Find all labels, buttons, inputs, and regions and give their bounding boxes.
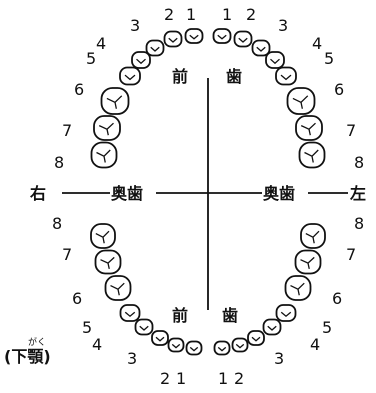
- tooth-number-lower-left-2: 2: [234, 369, 244, 388]
- tooth-lower-left-6: [284, 275, 312, 301]
- tooth-number-lower-left-8: 8: [354, 214, 364, 233]
- tooth-upper-left-3: [251, 39, 271, 57]
- tooth-number-upper-left-8: 8: [354, 153, 364, 172]
- back-teeth-label-right: 奥歯: [111, 184, 143, 203]
- tooth-number-upper-left-1: 1: [222, 5, 232, 24]
- tooth-number-upper-left-6: 6: [334, 80, 344, 99]
- lower-jaw-caption: (下顎): [4, 347, 51, 366]
- tooth-upper-right-5: [119, 66, 141, 86]
- tooth-lower-right-5: [119, 304, 141, 322]
- tooth-upper-right-8: [90, 141, 118, 169]
- tooth-upper-right-2: [163, 30, 183, 48]
- tooth-number-lower-right-8: 8: [52, 214, 62, 233]
- tooth-number-upper-left-2: 2: [246, 5, 256, 24]
- tooth-number-upper-left-3: 3: [278, 16, 288, 35]
- tooth-lower-left-5: [275, 304, 297, 322]
- tooth-number-upper-left-4: 4: [312, 34, 322, 53]
- tooth-lower-right-7: [94, 249, 122, 275]
- tooth-number-lower-left-3: 3: [274, 349, 284, 368]
- tooth-number-lower-right-7: 7: [62, 245, 72, 264]
- tooth-upper-right-7: [93, 115, 121, 141]
- tooth-number-lower-left-6: 6: [332, 289, 342, 308]
- tooth-number-lower-right-4: 4: [92, 335, 102, 354]
- tooth-number-upper-right-3: 3: [130, 16, 140, 35]
- lower-front-label-1: 前: [172, 306, 188, 325]
- tooth-number-lower-right-2: 2: [160, 369, 170, 388]
- tooth-number-lower-right-1: 1: [176, 369, 186, 388]
- tooth-number-upper-right-2: 2: [164, 5, 174, 24]
- tooth-upper-right-3: [145, 39, 165, 57]
- side-right-label: 右: [30, 184, 46, 203]
- tooth-lower-left-8: [300, 223, 326, 249]
- tooth-upper-left-8: [298, 141, 326, 169]
- back-teeth-label-left: 奥歯: [263, 184, 295, 203]
- tooth-upper-left-7: [295, 115, 323, 141]
- tooth-number-upper-left-5: 5: [324, 49, 334, 68]
- tooth-lower-right-2: [167, 337, 185, 353]
- tooth-lower-left-1: [213, 340, 231, 356]
- lower-front-label-2: 歯: [222, 306, 238, 325]
- tooth-lower-left-7: [294, 249, 322, 275]
- tooth-upper-right-4: [131, 51, 151, 69]
- tooth-lower-right-1: [185, 340, 203, 356]
- tooth-number-upper-right-8: 8: [54, 153, 64, 172]
- tooth-number-lower-right-3: 3: [127, 349, 137, 368]
- tooth-upper-left-2: [233, 30, 253, 48]
- tooth-number-upper-right-6: 6: [74, 80, 84, 99]
- tooth-lower-right-6: [104, 275, 132, 301]
- tooth-lower-left-2: [231, 337, 249, 353]
- tooth-number-lower-left-1: 1: [218, 369, 228, 388]
- tooth-number-lower-left-7: 7: [346, 245, 356, 264]
- tooth-upper-left-5: [275, 66, 297, 86]
- tooth-lower-right-3: [151, 330, 169, 346]
- tooth-lower-right-4: [134, 318, 154, 336]
- tooth-number-lower-left-4: 4: [310, 335, 320, 354]
- side-left-label: 左: [349, 184, 366, 203]
- tooth-number-upper-right-5: 5: [86, 49, 96, 68]
- tooth-number-upper-right-7: 7: [62, 121, 72, 140]
- tooth-number-upper-left-7: 7: [346, 121, 356, 140]
- tooth-lower-right-8: [90, 223, 116, 249]
- tooth-number-upper-right-1: 1: [186, 5, 196, 24]
- tooth-upper-left-1: [212, 28, 232, 44]
- tooth-upper-right-6: [100, 87, 130, 115]
- tooth-upper-right-1: [184, 28, 204, 44]
- upper-front-label-2: 歯: [226, 67, 242, 86]
- tooth-number-lower-right-5: 5: [82, 318, 92, 337]
- tooth-upper-left-4: [265, 51, 285, 69]
- tooth-number-lower-left-5: 5: [322, 318, 332, 337]
- tooth-number-upper-right-4: 4: [96, 34, 106, 53]
- tooth-lower-left-3: [247, 330, 265, 346]
- upper-front-label-1: 前: [172, 67, 188, 86]
- tooth-lower-left-4: [262, 318, 282, 336]
- tooth-upper-left-6: [286, 87, 316, 115]
- teeth-group: [90, 28, 326, 356]
- tooth-number-lower-right-6: 6: [72, 289, 82, 308]
- lower-jaw-ruby: がく: [28, 336, 46, 348]
